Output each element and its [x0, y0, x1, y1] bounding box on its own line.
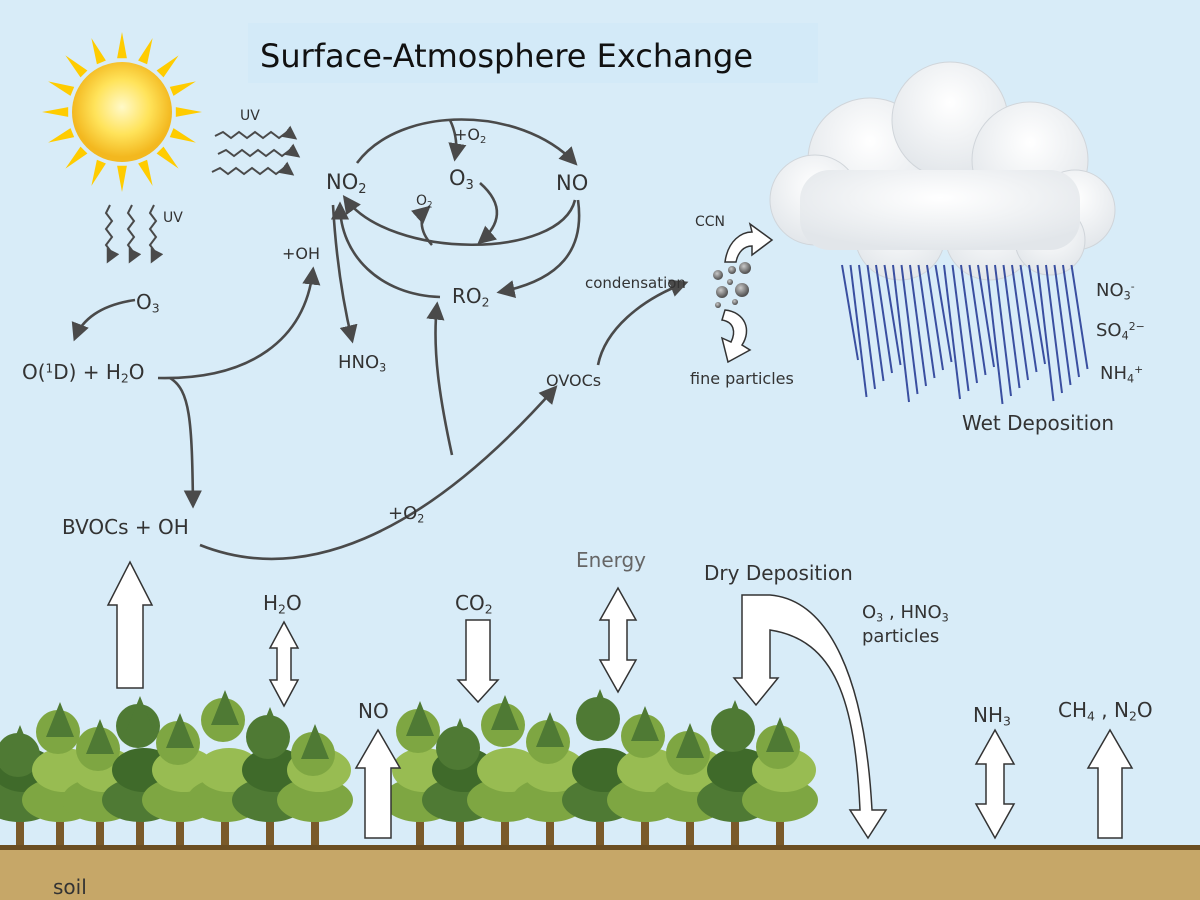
dry-deposition-particles-label: particles — [862, 626, 940, 647]
sun-icon — [42, 32, 202, 192]
page-title: Surface-Atmosphere Exchange — [260, 37, 753, 75]
flux-arrows — [106, 560, 1134, 840]
tree-icon — [0, 689, 818, 845]
particle-icon — [713, 262, 751, 308]
co2-label: CO2 — [455, 591, 493, 617]
hno3-label: HNO3 — [338, 352, 387, 375]
plus-o2-top-label: +O2 — [454, 125, 487, 146]
fine-particles-label: fine particles — [690, 369, 794, 388]
bvocs-oh-label: BVOCs + OH — [62, 515, 189, 539]
fine-particles-arrow — [720, 309, 752, 364]
h2o-double-arrow — [268, 620, 300, 708]
uv-label-down: UV — [163, 210, 183, 226]
nh4-ion-label: NH4+ — [1100, 363, 1144, 386]
no-up-arrow — [354, 728, 402, 839]
ovocs-label: OVOCs — [546, 371, 602, 390]
soil-label: soil — [53, 875, 87, 899]
rain-icon — [841, 264, 1089, 405]
so4-ion-label: SO42− — [1096, 320, 1145, 343]
nh3-label: NH3 — [973, 703, 1011, 729]
condensation-label: condensation — [585, 274, 686, 292]
h2o-label: H2O — [263, 591, 302, 617]
cloud-icon — [769, 61, 1116, 281]
dry-deposition-arrow — [732, 594, 888, 840]
uv-label-side: UV — [240, 108, 260, 124]
no3-ion-label: NO3- — [1096, 280, 1135, 303]
plus-o2-low-label: +O2 — [388, 503, 425, 526]
o3-mid-label: O3 — [449, 166, 474, 193]
uv-wave-arrows-side — [211, 125, 301, 176]
ro2-label: RO2 — [452, 284, 490, 310]
co2-down-arrow — [456, 619, 500, 704]
ch4-n2o-label: CH4 , N2O — [1058, 698, 1153, 724]
ch4-n2o-up-arrow — [1086, 728, 1134, 839]
soil-layer — [0, 845, 1200, 900]
title-box — [248, 23, 818, 83]
reaction-arrows — [71, 118, 689, 561]
energy-double-arrow — [598, 586, 638, 694]
o2-small-label: O2 — [416, 193, 433, 211]
dry-deposition-label: Dry Deposition — [704, 561, 853, 585]
uv-wave-arrows-down — [104, 204, 164, 264]
dry-deposition-species-label: O3 , HNO3 — [862, 602, 949, 625]
no2-label: NO2 — [326, 170, 367, 197]
no-label: NO — [556, 171, 589, 195]
plus-oh-label: +OH — [282, 244, 321, 263]
wet-deposition-label: Wet Deposition — [962, 411, 1115, 435]
nh3-double-arrow — [974, 728, 1016, 840]
o1d-h2o-label: O(1D) + H2O — [22, 360, 145, 386]
ccn-arrow — [724, 222, 774, 263]
bvoc-up-arrow — [106, 560, 154, 689]
ccn-label: CCN — [695, 214, 726, 230]
energy-label: Energy — [576, 548, 647, 572]
no-ground-label: NO — [358, 699, 389, 723]
o3-label-sun: O3 — [136, 290, 160, 316]
